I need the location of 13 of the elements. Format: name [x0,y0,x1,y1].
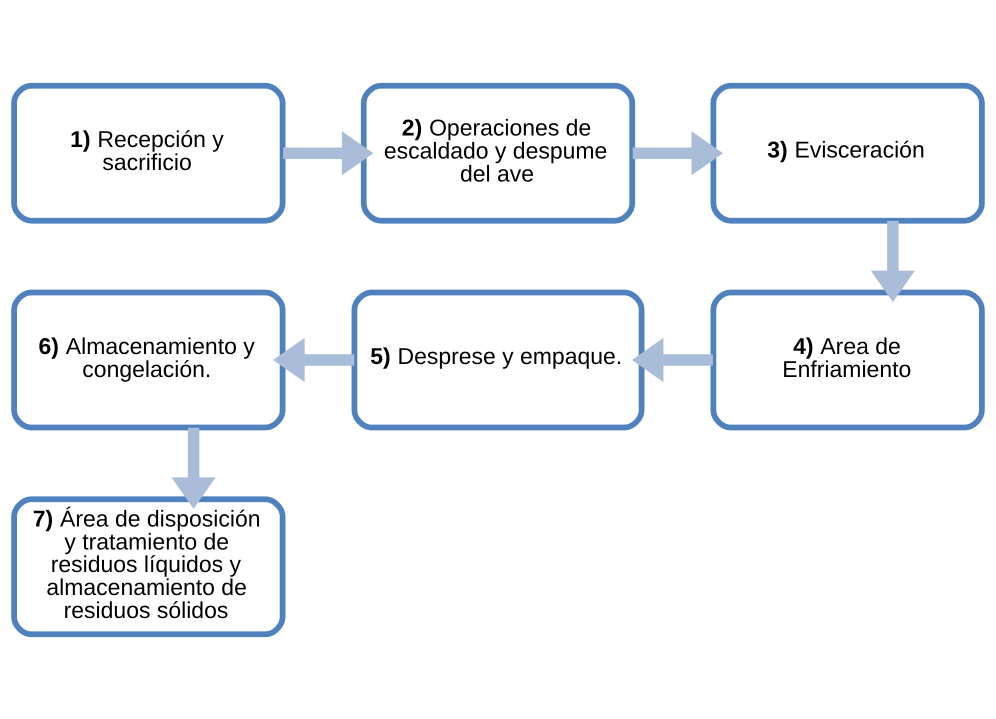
node-box: 6) Almacenamiento y congelación. [11,289,286,430]
node-box: 4) Area de Enfriamiento [710,289,985,430]
node-box: 1) Recepción y sacrificio [11,82,286,224]
node-box: 3) Evisceración [710,82,985,224]
arrow [273,337,354,382]
arrow [283,130,374,175]
node-box: 2) Operaciones de escaldado y despume del ave [360,82,636,224]
arrow [632,130,724,175]
node-box: 5) Desprese y empaque. [352,289,644,430]
node-box: 7) Área de disposición y tratamiento de residuos líquidos y almacenamiento de residuos sólidos [11,496,286,637]
arrow [172,427,216,508]
arrow [870,220,915,302]
arrow [632,337,713,382]
